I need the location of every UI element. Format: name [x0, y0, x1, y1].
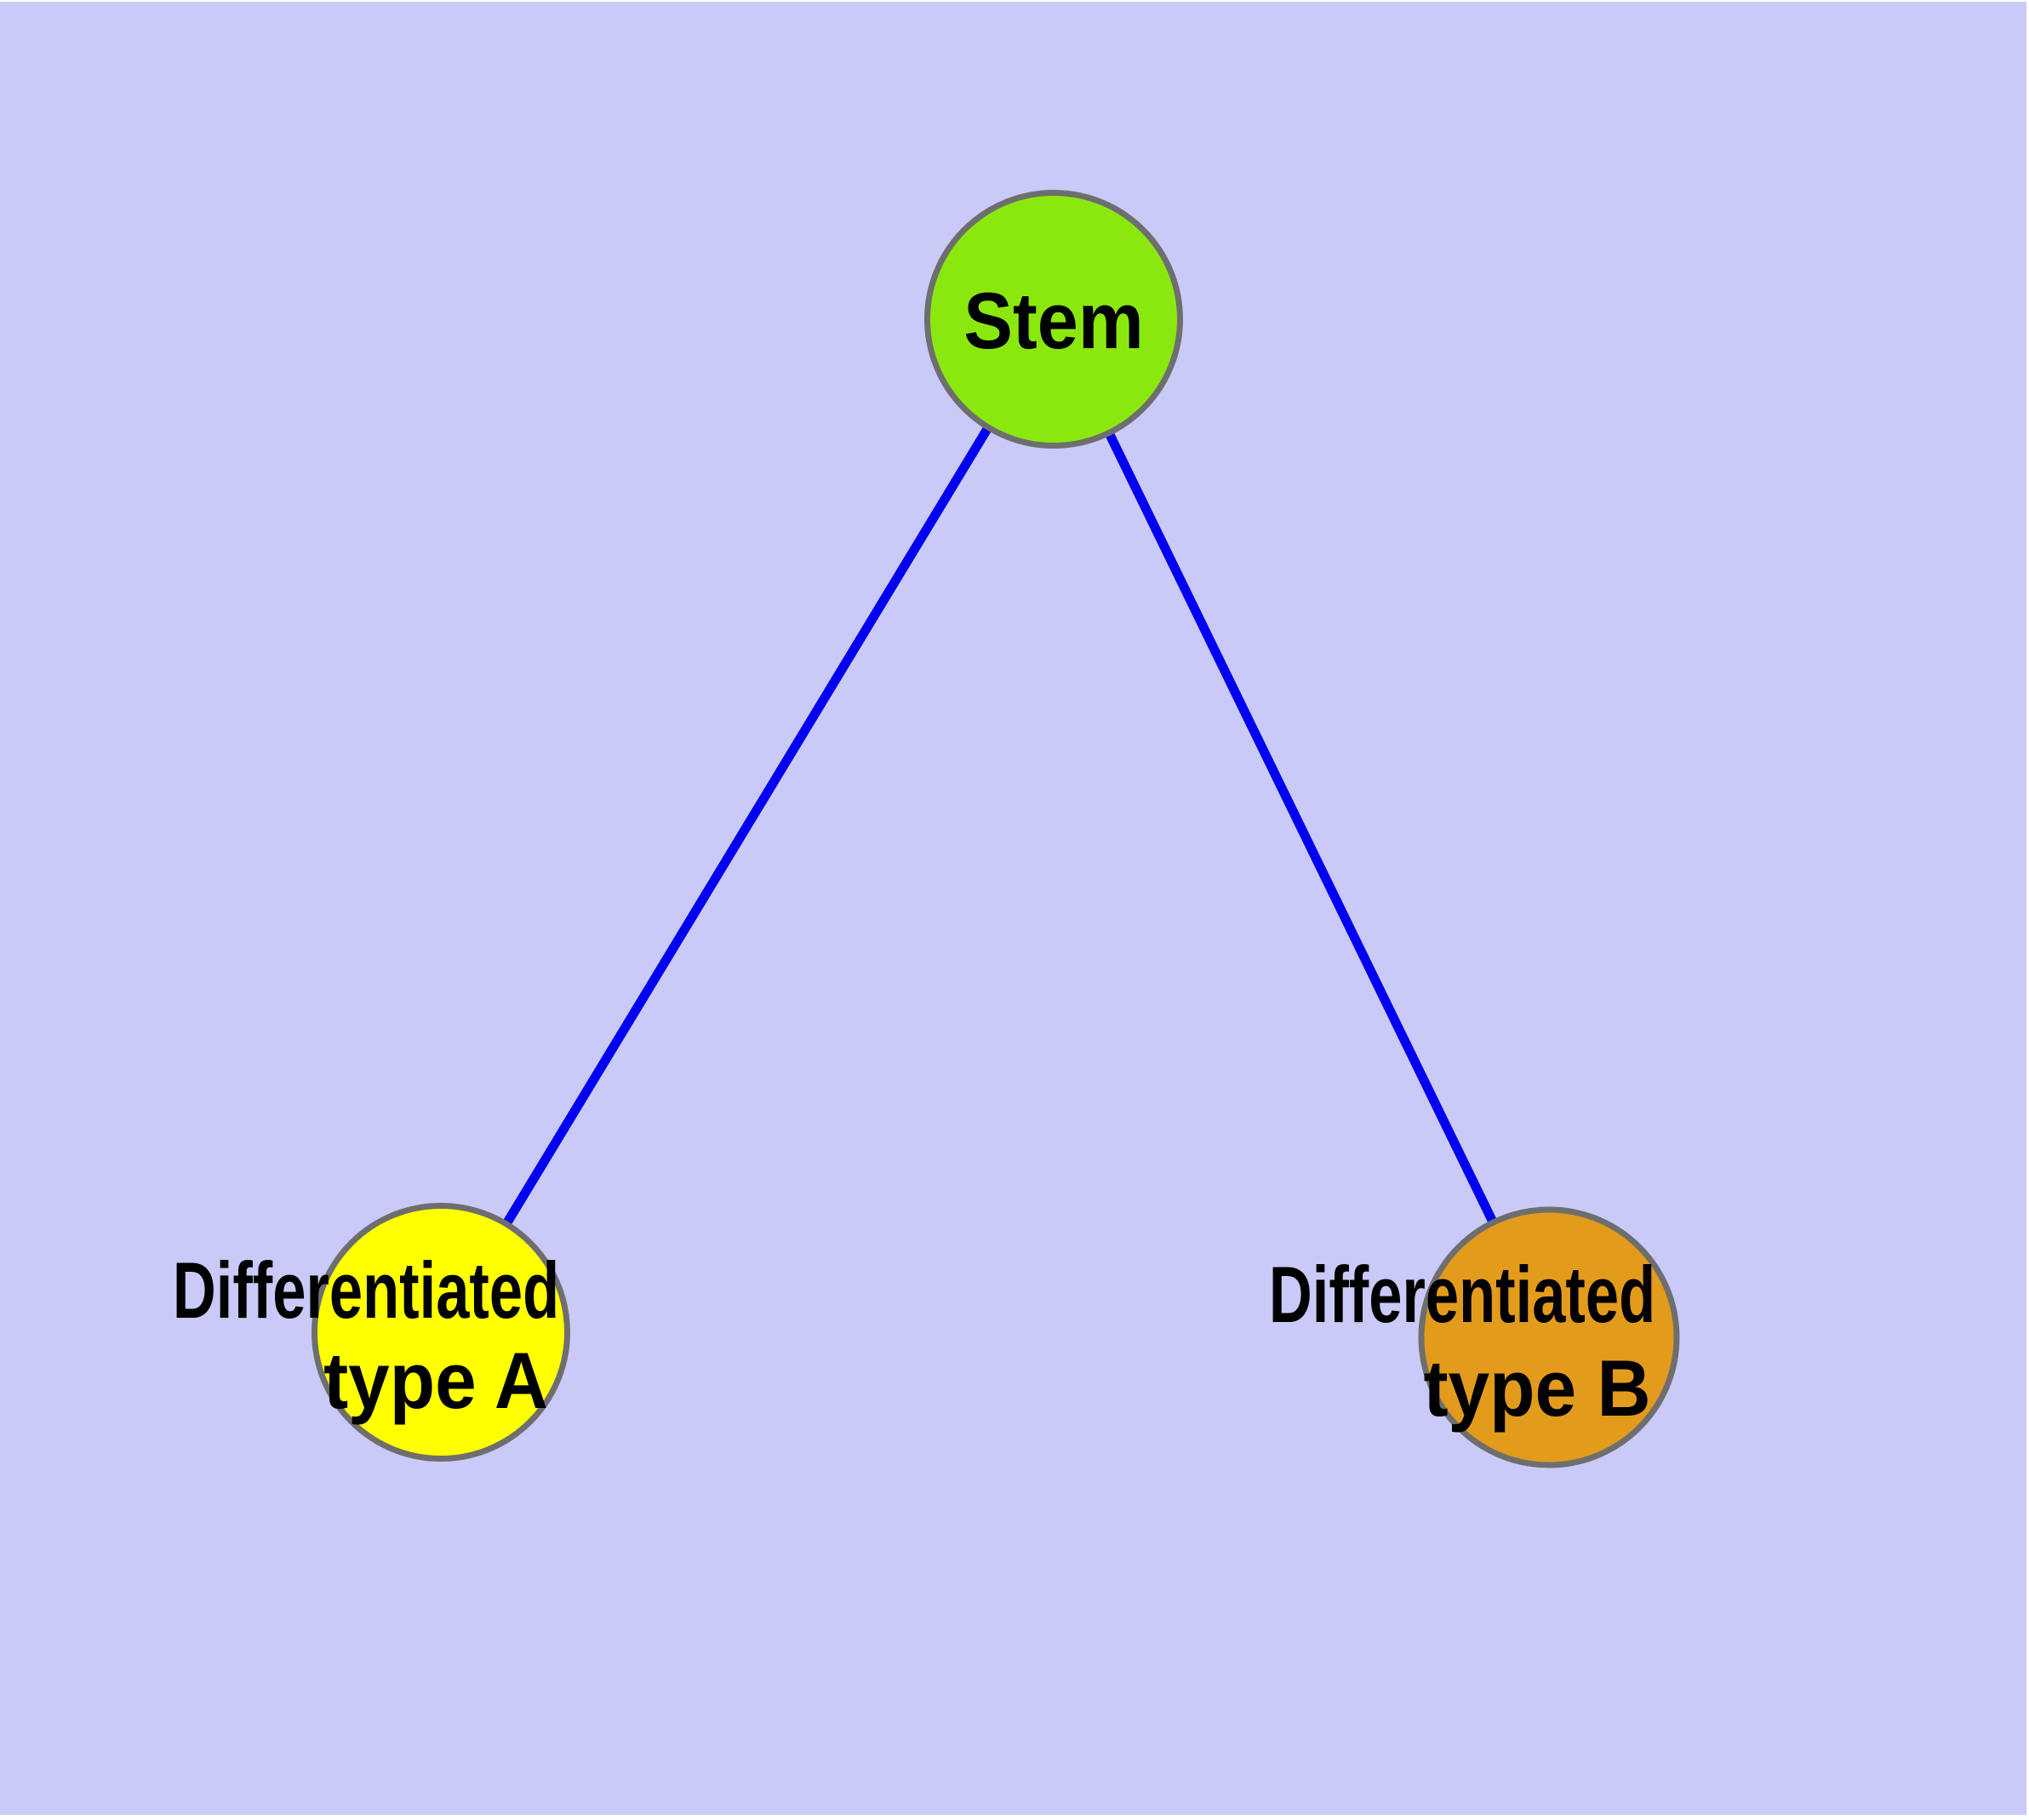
- type-b-label-line1: Differentiated: [1269, 1250, 1655, 1339]
- differentiated-type-a-node: [311, 1203, 570, 1462]
- type-b-label-line2: type B: [1423, 1344, 1650, 1434]
- edge-stem-to-type-b: [1049, 317, 1553, 1340]
- type-a-label-line1: Differentiated: [173, 1245, 559, 1335]
- stem-node-label: Stem: [963, 277, 1143, 366]
- type-a-label-line2: type A: [323, 1336, 548, 1426]
- differentiated-type-b-node: [1418, 1206, 1680, 1468]
- stem-node: [924, 190, 1183, 449]
- edge-stem-to-type-a: [437, 317, 1058, 1335]
